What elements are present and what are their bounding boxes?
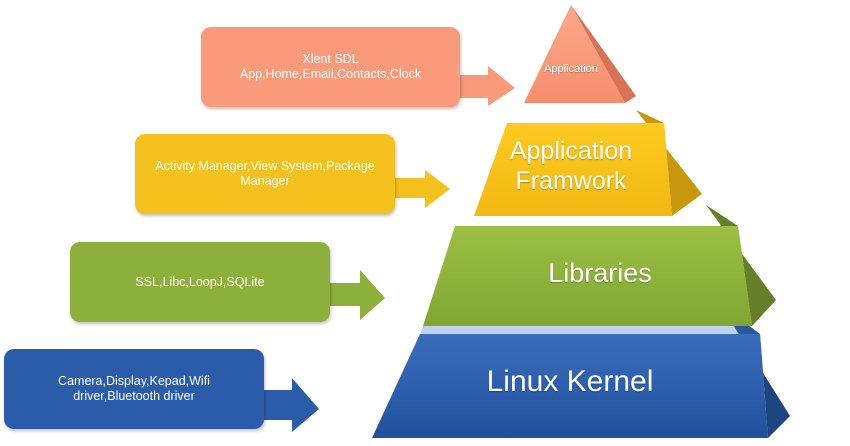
layer-label-framework-line1: Application xyxy=(509,137,633,165)
callout-kernel-line1: Camera,Display,Kepad,Wifi xyxy=(58,374,210,388)
callout-kernel-line2: driver,Bluetooth driver xyxy=(73,389,195,403)
callout-libraries: SSL,Libc,LoopJ,SQLite xyxy=(70,242,330,322)
callout-application: Xlent SDL App,Home,Email,Contacts,Clock xyxy=(201,27,460,107)
callout-framework: Activity Manager,View System,Package Man… xyxy=(135,134,395,214)
callout-application-line2: App,Home,Email,Contacts,Clock xyxy=(239,67,422,81)
layer-label-framework-line2: Framwork xyxy=(515,167,627,195)
callout-libraries-line1: SSL,Libc,LoopJ,SQLite xyxy=(135,274,265,289)
callout-kernel: Camera,Display,Kepad,Wifi driver,Bluetoo… xyxy=(4,349,264,429)
callout-arrow-kernel xyxy=(250,378,319,432)
layer-label-kernel: Linux Kernel xyxy=(486,365,654,398)
callout-arrow-framework xyxy=(385,170,450,208)
pyramid-layer-libraries xyxy=(423,205,776,326)
pyramid-layer-application xyxy=(524,5,636,103)
callout-arrow-application xyxy=(450,66,515,106)
callout-application-line1: Xlent SDL xyxy=(302,52,359,66)
layer-label-framework: Application Framwork xyxy=(485,136,657,196)
callout-framework-line2: Manager xyxy=(240,174,290,188)
pyramid-layer-framework xyxy=(474,110,702,216)
layer-label-application: Application xyxy=(544,63,598,75)
callout-framework-line1: Activity Manager,View System,Package xyxy=(155,159,375,173)
callout-arrow-libraries xyxy=(320,270,385,320)
layer-label-libraries: Libraries xyxy=(548,258,652,288)
